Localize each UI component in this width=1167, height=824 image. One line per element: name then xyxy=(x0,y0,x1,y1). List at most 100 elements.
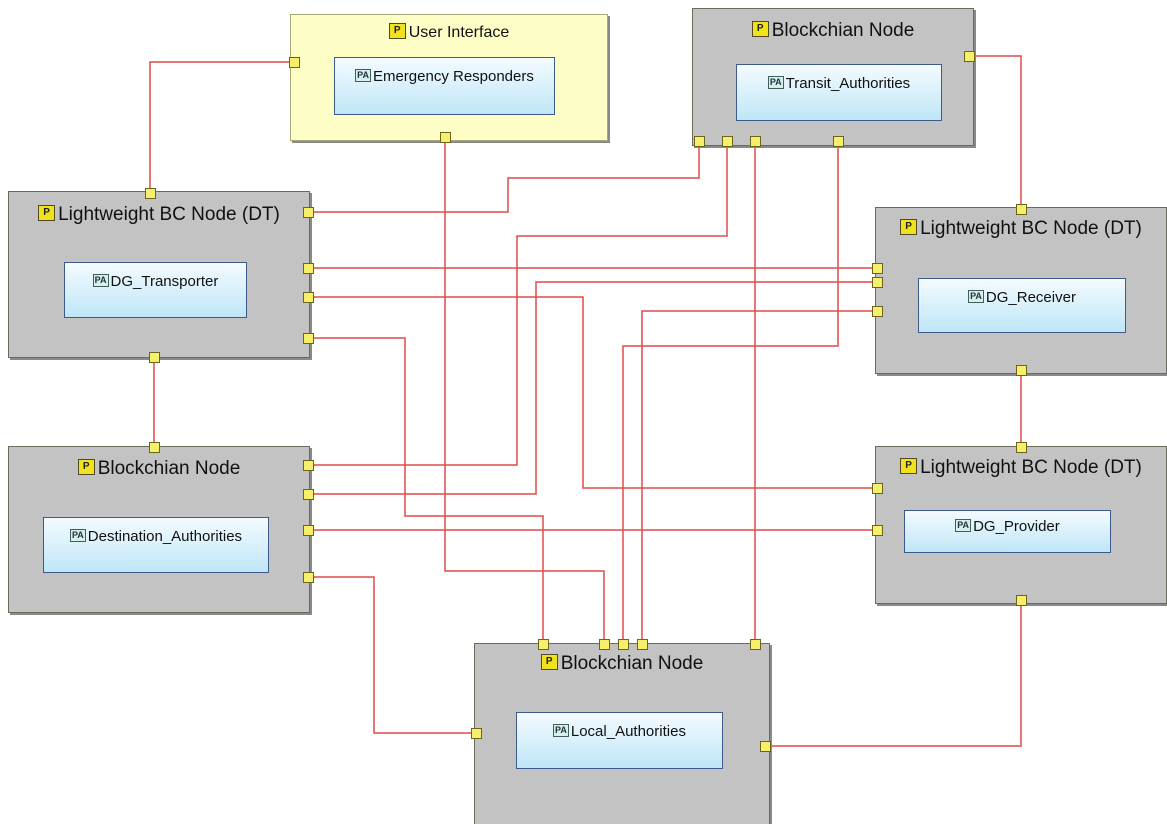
connector-12[interactable] xyxy=(641,310,877,644)
port-9[interactable] xyxy=(303,207,314,218)
part-icon: PA xyxy=(355,68,371,82)
node-title-text: Blockchian Node xyxy=(771,20,915,41)
port-32[interactable] xyxy=(750,639,761,650)
port-4[interactable] xyxy=(722,136,733,147)
part-label-text: Transit_Authorities xyxy=(785,75,911,92)
port-27[interactable] xyxy=(1016,595,1027,606)
connector-11[interactable] xyxy=(308,281,877,495)
port-19[interactable] xyxy=(149,442,160,453)
node-title-text: Blockchian Node xyxy=(97,458,241,479)
part-icon: PA xyxy=(767,75,784,89)
port-26[interactable] xyxy=(872,525,883,536)
part-icon: PA xyxy=(92,273,109,287)
port-28[interactable] xyxy=(538,639,549,650)
port-11[interactable] xyxy=(303,292,314,303)
part-icon: PA xyxy=(955,518,972,532)
port-15[interactable] xyxy=(872,263,883,274)
port-7[interactable] xyxy=(964,51,975,62)
node-title-text: Blockchian Node xyxy=(560,653,704,674)
connector-3[interactable] xyxy=(444,137,605,644)
port-21[interactable] xyxy=(303,489,314,500)
port-1[interactable] xyxy=(289,57,300,68)
connector-8[interactable] xyxy=(969,55,1022,209)
part-label-text: Destination_Authorities xyxy=(87,528,243,545)
connector-1[interactable] xyxy=(149,61,294,193)
port-23[interactable] xyxy=(303,572,314,583)
port-13[interactable] xyxy=(149,352,160,363)
component-icon: P xyxy=(751,20,769,37)
port-17[interactable] xyxy=(872,306,883,317)
port-25[interactable] xyxy=(872,483,883,494)
port-18[interactable] xyxy=(1016,365,1027,376)
part-icon: PA xyxy=(968,289,984,303)
port-8[interactable] xyxy=(145,188,156,199)
component-icon: P xyxy=(900,457,918,474)
port-2[interactable] xyxy=(440,132,451,143)
component-icon: P xyxy=(540,653,558,670)
component-icon: P xyxy=(900,218,918,235)
port-30[interactable] xyxy=(618,639,629,650)
part-label-text: DG_Provider xyxy=(973,518,1060,535)
port-31[interactable] xyxy=(637,639,648,650)
port-29[interactable] xyxy=(599,639,610,650)
port-10[interactable] xyxy=(303,263,314,274)
node-title-text: Lightweight BC Node (DT) xyxy=(58,204,280,225)
part-label-text: DG_Receiver xyxy=(985,289,1076,306)
port-20[interactable] xyxy=(303,460,314,471)
connector-7[interactable] xyxy=(622,141,839,644)
part-label-text: Local_Authorities xyxy=(570,723,686,740)
port-22[interactable] xyxy=(303,525,314,536)
port-14[interactable] xyxy=(1016,204,1027,215)
port-33[interactable] xyxy=(471,728,482,739)
port-5[interactable] xyxy=(750,136,761,147)
connector-13[interactable] xyxy=(308,337,544,644)
connector-5[interactable] xyxy=(308,141,728,466)
port-34[interactable] xyxy=(760,741,771,752)
port-3[interactable] xyxy=(694,136,705,147)
part-label-text: Emergency Responders xyxy=(372,68,534,85)
component-icon: P xyxy=(77,458,95,475)
connector-4[interactable] xyxy=(308,141,700,213)
component-icon: P xyxy=(388,22,406,39)
connector-17[interactable] xyxy=(765,600,1022,747)
node-title-text: User Interface xyxy=(408,24,510,41)
port-6[interactable] xyxy=(833,136,844,147)
port-12[interactable] xyxy=(303,333,314,344)
port-16[interactable] xyxy=(872,277,883,288)
connector-10[interactable] xyxy=(308,296,877,489)
part-icon: PA xyxy=(69,528,86,542)
port-24[interactable] xyxy=(1016,442,1027,453)
part-label-text: DG_Transporter xyxy=(110,273,219,290)
connector-15[interactable] xyxy=(308,576,476,734)
part-icon: PA xyxy=(553,723,569,737)
component-icon: P xyxy=(38,204,56,221)
node-title-text: Lightweight BC Node (DT) xyxy=(920,218,1142,239)
